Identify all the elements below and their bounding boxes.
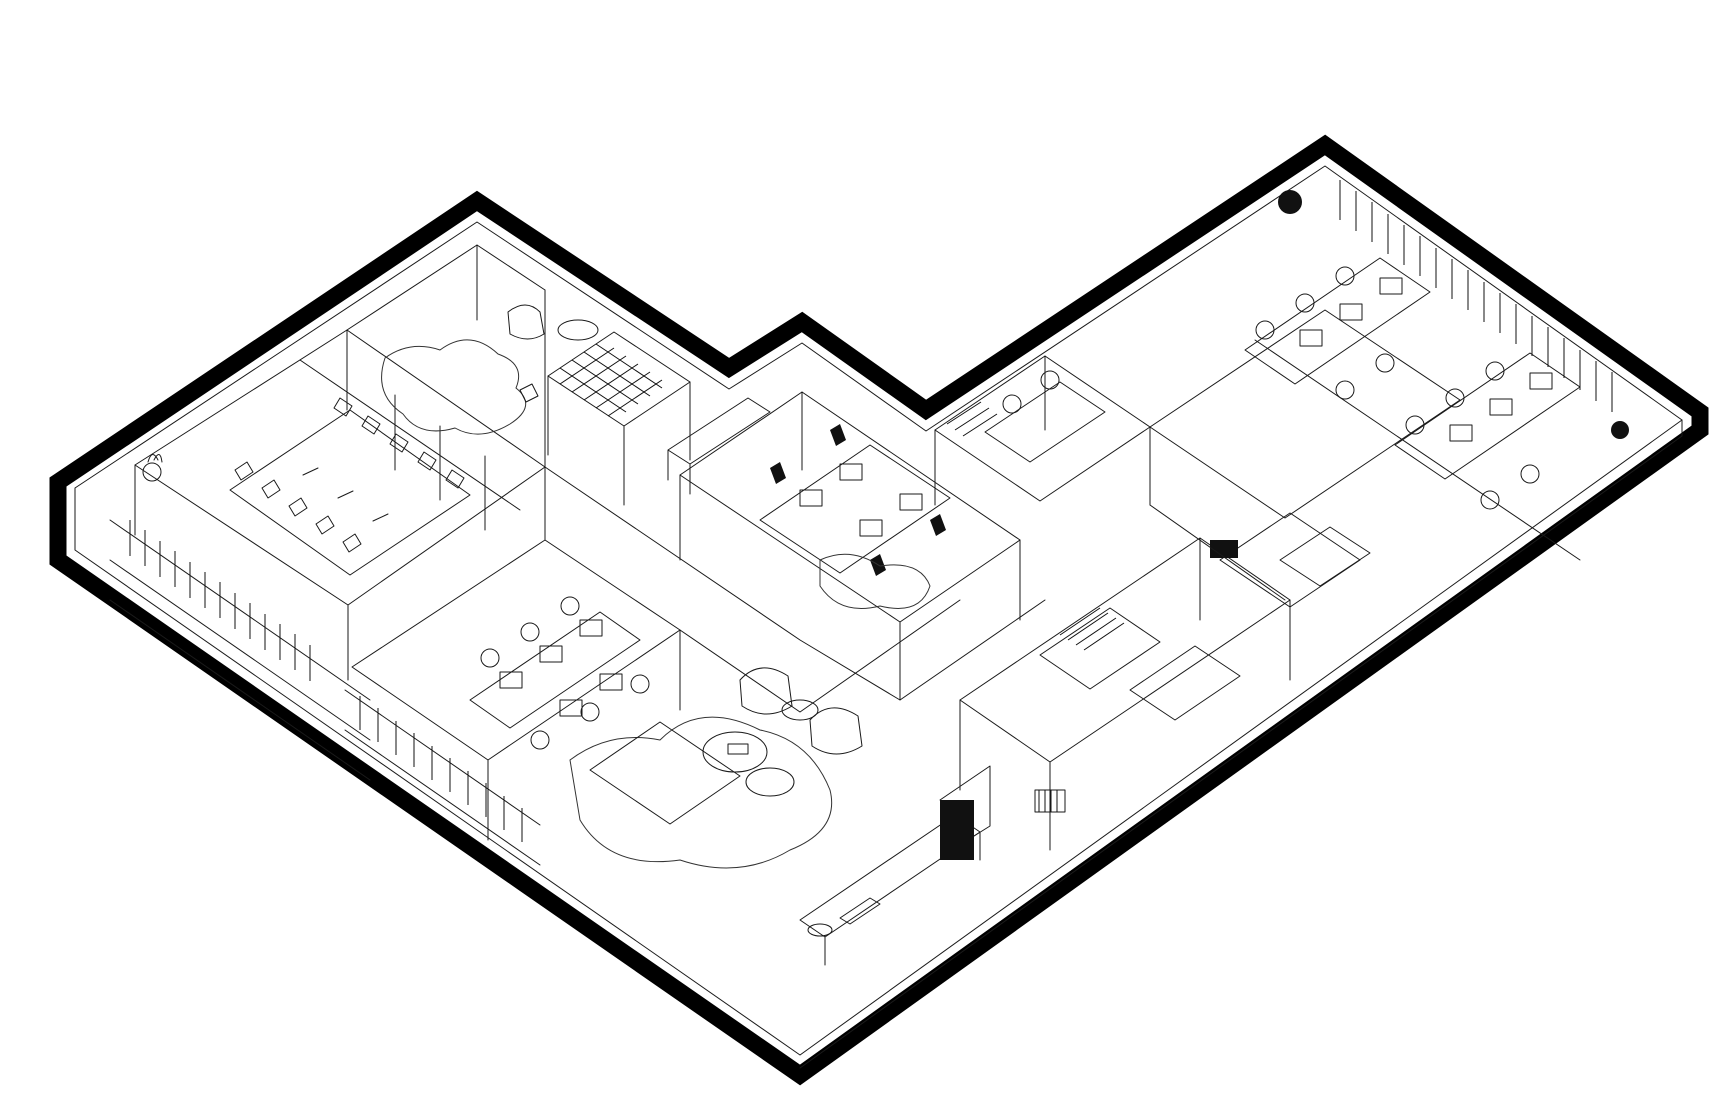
phone-booth	[547, 331, 691, 506]
office-east	[934, 355, 1151, 506]
sink	[807, 923, 833, 937]
workroom-north	[667, 391, 1021, 701]
plant-icon	[1611, 421, 1629, 439]
corridor-walls	[544, 466, 1286, 713]
conference-chairs	[234, 397, 465, 553]
conference-room	[109, 329, 546, 781]
side-table	[557, 319, 599, 341]
task-chairs-black	[770, 424, 946, 576]
monitors	[799, 463, 923, 537]
conference-table	[229, 409, 471, 576]
plant-icon	[1278, 190, 1302, 214]
sofa	[589, 721, 741, 825]
shared-desk	[759, 444, 951, 574]
storage	[1210, 512, 1371, 608]
south-west-facade-shades	[344, 689, 541, 866]
lounge	[569, 667, 863, 869]
rug	[381, 339, 526, 435]
floor-slab-edge	[799, 419, 1683, 1069]
desk-row-2	[1394, 352, 1581, 480]
monitors	[1299, 277, 1553, 442]
bench-desks-east	[1149, 180, 1629, 561]
inner-wall-line	[74, 165, 1683, 1056]
restrooms	[959, 537, 1291, 851]
monitors	[499, 619, 623, 717]
task-chairs	[1255, 266, 1540, 510]
hatched-panel	[1034, 789, 1066, 813]
west-facade-shades	[109, 519, 371, 781]
coffee-table	[702, 731, 768, 773]
task-chairs	[480, 596, 650, 750]
focus-room	[346, 244, 599, 468]
building-outline	[49, 134, 1709, 1086]
lounge-rug	[569, 716, 833, 869]
east-facade-shades	[1339, 180, 1613, 412]
open-workspace-west	[344, 539, 681, 866]
refrigerator	[940, 800, 974, 860]
lounge-chair	[507, 304, 599, 341]
kitchen	[799, 765, 991, 966]
bench-desk	[469, 611, 641, 729]
desk-row-1	[1244, 257, 1431, 385]
side-table	[745, 767, 795, 797]
plant-icon	[142, 462, 162, 482]
